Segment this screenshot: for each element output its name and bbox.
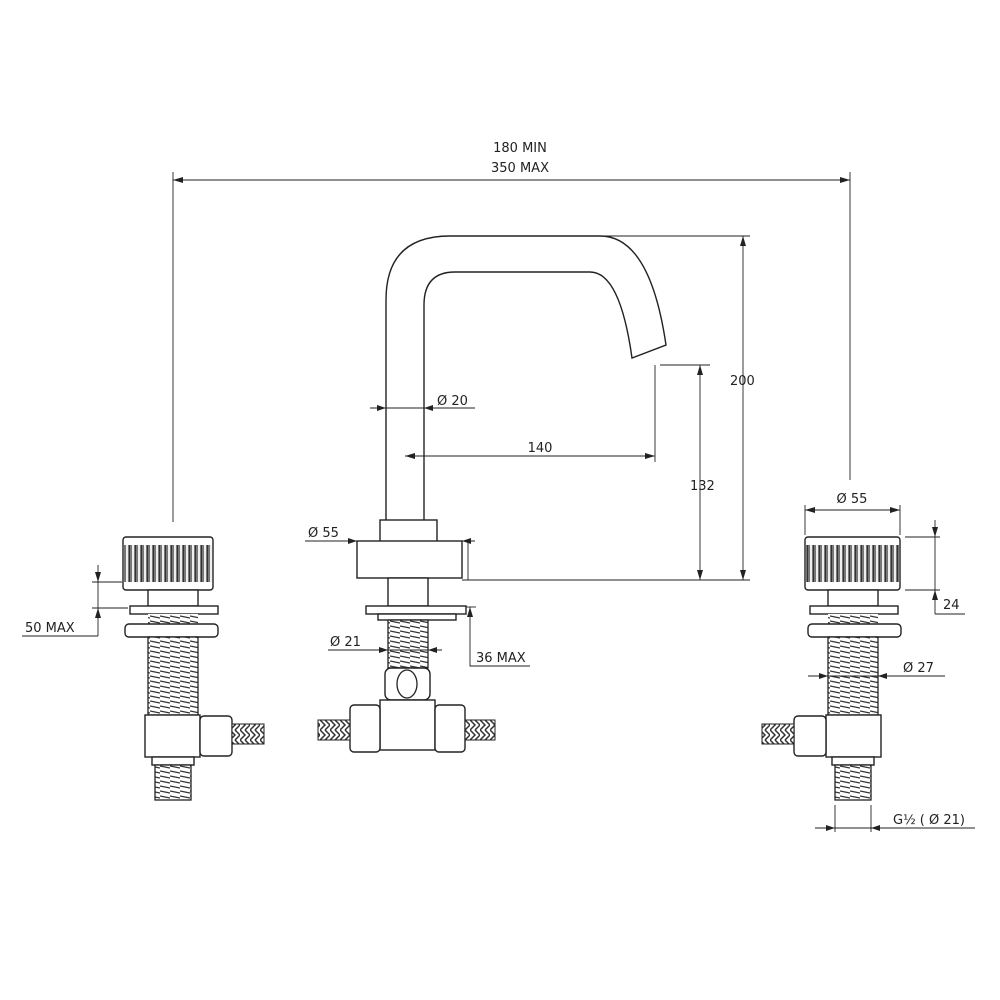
spout-height-label: 200 xyxy=(730,374,755,389)
left-handle-dimensions: 50 MAX xyxy=(22,565,128,637)
spout-outlet-height-label: 132 xyxy=(690,479,715,494)
spout xyxy=(317,235,667,753)
spout-diameter-label: Ø 20 xyxy=(437,394,468,409)
handle-height-label: 24 xyxy=(943,598,960,613)
right-handle xyxy=(761,536,902,801)
spout-reach-label: 140 xyxy=(528,441,553,456)
spacing-dimension: 180 MIN 350 MAX xyxy=(172,141,851,522)
handle-deck-max-label: 50 MAX xyxy=(25,621,75,636)
handle-outlet-thread-label: G½ ( Ø 21) xyxy=(893,813,965,828)
spout-base-diameter-label: Ø 55 xyxy=(308,526,339,541)
spout-dimensions: Ø 20 140 132 200 Ø 55 Ø 21 36 MAX xyxy=(305,235,755,667)
spacing-min-label: 180 MIN xyxy=(493,141,547,156)
left-handle xyxy=(122,536,265,801)
handle-thread-diameter-label: Ø 27 xyxy=(903,661,934,676)
spout-thread-diameter-label: Ø 21 xyxy=(330,635,361,650)
spout-deck-max-label: 36 MAX xyxy=(476,651,526,666)
spacing-max-label: 350 MAX xyxy=(491,161,549,176)
right-handle-dimensions: Ø 55 24 Ø 27 G½ ( Ø 21) xyxy=(804,492,975,832)
handle-diameter-label: Ø 55 xyxy=(837,492,868,507)
